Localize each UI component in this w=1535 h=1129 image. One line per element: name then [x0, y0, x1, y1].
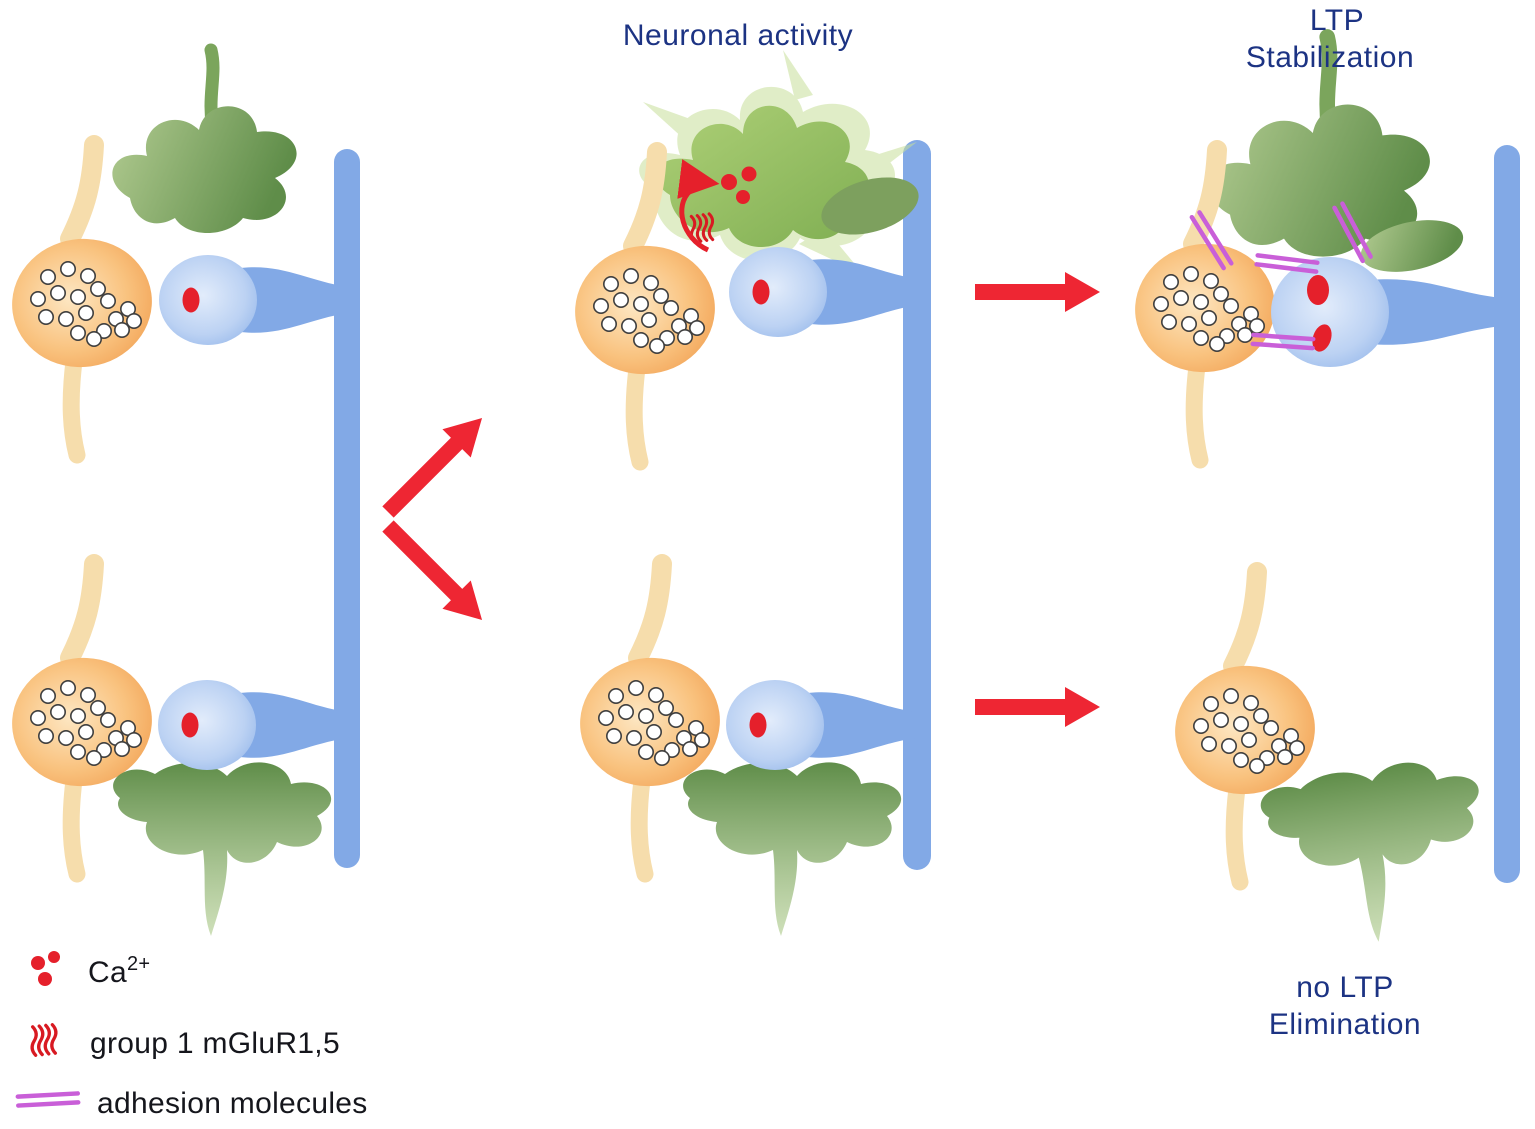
- adhesion-molecules-icon: [18, 1093, 78, 1105]
- postsynaptic-spine: [726, 680, 915, 770]
- middle-bottom-synapse: [572, 564, 915, 936]
- astrocyte-dark-lobe: [821, 177, 919, 235]
- spine-neck: [1352, 279, 1502, 345]
- presynaptic-bouton: [572, 564, 728, 874]
- astrocyte-top-left: [112, 50, 296, 233]
- legend-label-mglur: group 1 mGluR1,5: [90, 1027, 340, 1060]
- astrocyte-bottom-left: [113, 762, 332, 936]
- middle-top-synapse: [567, 50, 919, 462]
- postsynaptic-spine-enlarged: [1271, 257, 1502, 367]
- calcium-dots: [721, 166, 757, 204]
- title-no-ltp-line1: no LTP: [1296, 971, 1394, 1004]
- arrow-to-ltp: [975, 272, 1100, 312]
- left-top-synapse: [4, 50, 348, 455]
- legend: Ca2+ group 1 mGluR1,5 adhesion molecules: [18, 951, 368, 1120]
- calcium-dots-icon: [31, 951, 60, 986]
- calcium-signal-arrow: [677, 159, 720, 253]
- postsynaptic-spine: [729, 247, 918, 337]
- legend-label-calcium-sup: 2+: [127, 953, 150, 975]
- postsynaptic-spine: [158, 680, 347, 770]
- left-bottom-synapse: [4, 564, 347, 936]
- branch-arrows: [382, 417, 483, 621]
- title-ltp-line1: LTP: [1310, 4, 1364, 37]
- legend-label-calcium-main: Ca: [88, 956, 127, 989]
- arrow-up-right: [382, 417, 483, 518]
- right-top-synapse: [1127, 37, 1502, 460]
- title-ltp-line2: Stabilization: [1246, 41, 1414, 74]
- spine-head: [1271, 257, 1389, 367]
- title-neuronal-activity: Neuronal activity: [623, 19, 853, 52]
- legend-label-adhesion: adhesion molecules: [97, 1087, 368, 1120]
- arrow-down-right: [382, 520, 483, 621]
- active-astrocyte: [639, 50, 919, 274]
- title-no-ltp-line2: Elimination: [1269, 1008, 1421, 1041]
- presynaptic-bouton: [4, 564, 160, 874]
- psd-red-punctum: [1307, 275, 1329, 305]
- astrocyte-bottom-right: [1257, 753, 1498, 956]
- postsynaptic-spine: [159, 255, 348, 345]
- active-astrocyte-body: [656, 105, 869, 248]
- result-arrows: [975, 272, 1100, 727]
- mglur-receptor-icon: [28, 1022, 60, 1058]
- astrocyte-right-lobe: [1360, 220, 1464, 272]
- arrow-to-elimination: [975, 687, 1100, 727]
- legend-label-calcium: Ca2+: [88, 953, 150, 989]
- right-bottom-synapse: [1167, 572, 1498, 956]
- psd-red-punctum: [1312, 324, 1332, 352]
- astrocyte-bottom-middle: [683, 762, 902, 936]
- adhesion-molecule-pair: [1257, 255, 1318, 271]
